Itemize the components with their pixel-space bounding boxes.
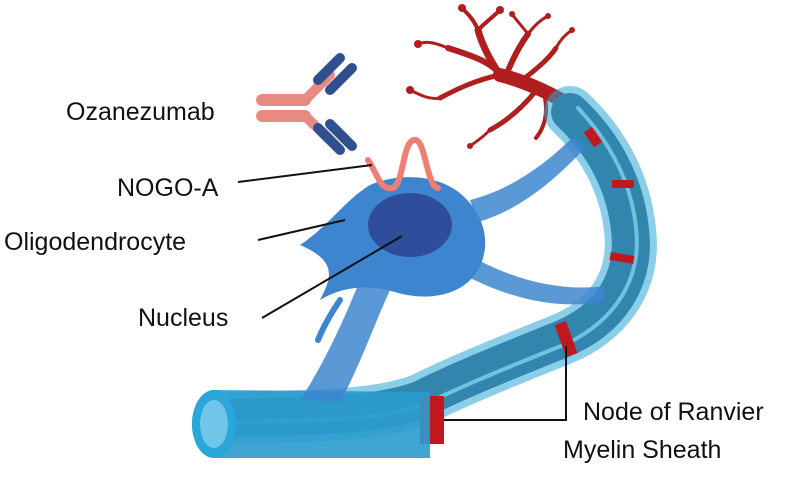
nogo-a-leader	[237, 164, 373, 183]
process-right	[455, 250, 605, 305]
process-upper-right	[470, 135, 585, 222]
node-of-ranvier-1	[583, 126, 603, 148]
nucleus-shape	[368, 193, 452, 257]
process-lower	[300, 280, 390, 402]
node-of-ranvier-2	[612, 180, 634, 188]
axon	[192, 86, 657, 458]
ozanezumab-antibody	[256, 53, 357, 155]
node-of-ranvier-3	[609, 251, 635, 265]
ozanezumab-label: Ozanezumab	[66, 98, 215, 126]
nucleus-leader	[261, 235, 403, 319]
dendrite-tree	[408, 6, 574, 148]
node-of-ranvier-4	[554, 320, 578, 358]
oligodendrocyte-leader	[257, 219, 346, 241]
nogo-a-protein	[365, 137, 441, 192]
myelin-sheath-label: Myelin Sheath	[563, 436, 721, 464]
node-of-ranvier-leader	[444, 346, 567, 421]
node-of-ranvier-label: Node of Ranvier	[583, 398, 764, 426]
nogo-a-label: NOGO-A	[117, 174, 219, 202]
oligodendrocyte-label: Oligodendrocyte	[4, 228, 186, 256]
dendrite-tips	[406, 4, 575, 149]
leader-lines	[237, 164, 567, 421]
first-myelin-segment	[214, 390, 430, 458]
nucleus-label: Nucleus	[138, 304, 228, 332]
